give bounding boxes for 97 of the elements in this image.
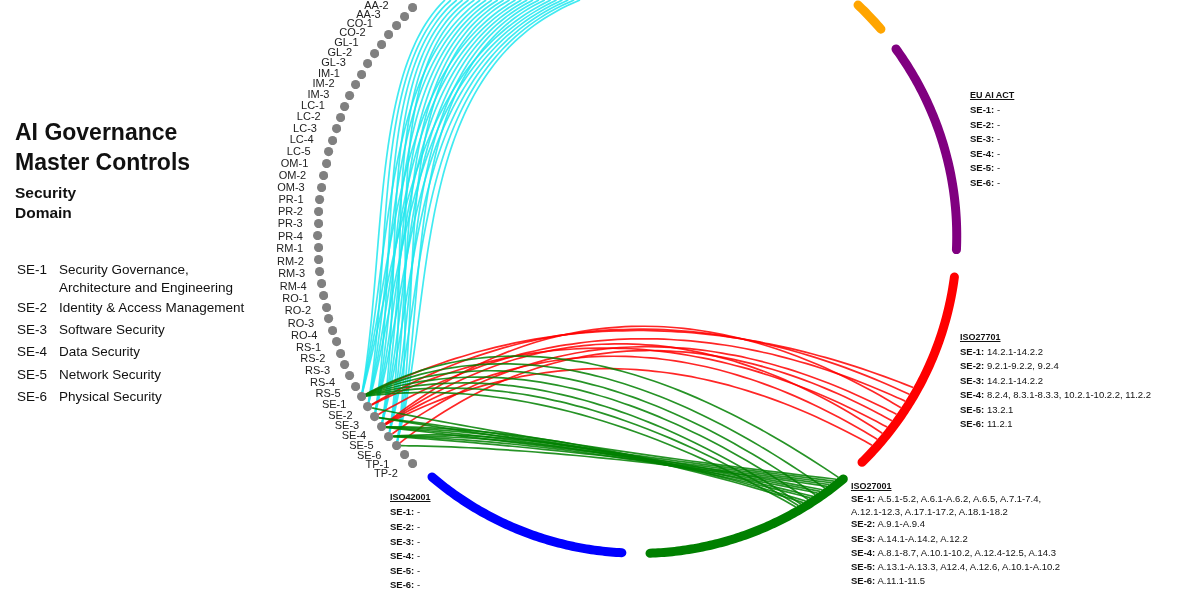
domain-code: SE-1 bbox=[17, 261, 47, 279]
mapping-text: SE-1: 14.2.1-14.2.2 bbox=[960, 345, 1043, 359]
control-id-label: IM-2 bbox=[312, 78, 335, 89]
control-id-label: OM-1 bbox=[280, 157, 309, 168]
control-id-label: RM-4 bbox=[279, 280, 307, 291]
control-id-label: PR-3 bbox=[277, 218, 303, 229]
control-id-label: RM-3 bbox=[278, 268, 305, 279]
chord-line bbox=[392, 435, 831, 486]
chord-line bbox=[364, 355, 840, 479]
control-id-label: LC-3 bbox=[293, 122, 317, 133]
domain-description: Software Security bbox=[59, 321, 166, 339]
control-id-label: RM-2 bbox=[277, 255, 304, 266]
control-id-label: SE-3 bbox=[334, 420, 360, 431]
control-id-label: RS-3 bbox=[304, 365, 330, 376]
domain-code: SE-3 bbox=[17, 321, 47, 339]
control-id-label: RM-1 bbox=[276, 243, 304, 254]
control-id-label: RO-4 bbox=[291, 329, 318, 340]
control-id-label: TP-1 bbox=[365, 459, 390, 470]
chord-line bbox=[370, 328, 911, 406]
mapping-text: SE-6: - bbox=[390, 578, 421, 592]
control-id-label: IM-3 bbox=[307, 89, 330, 100]
mapping-text: SE-3: A.14.1-A.14.2, A.12.2 bbox=[851, 532, 968, 546]
domain-description: Physical Security bbox=[59, 388, 163, 406]
control-id-label: RS-2 bbox=[300, 353, 326, 364]
control-id-label: OM-2 bbox=[278, 169, 307, 180]
framework-heading: ISO27001 bbox=[851, 480, 892, 492]
chord-line bbox=[377, 337, 907, 416]
mapping-text: SE-1: - bbox=[390, 505, 421, 519]
domain-description: Security Governance, Architecture and Engineering bbox=[59, 261, 235, 297]
chord-line bbox=[400, 444, 828, 488]
control-id-label: CO-2 bbox=[339, 27, 366, 38]
subtitle: Security Domain bbox=[15, 183, 78, 223]
control-id-label: RS-4 bbox=[310, 376, 336, 387]
control-id-label: CO-1 bbox=[346, 18, 373, 28]
mapping-text: SE-6: A.11.1-11.5 bbox=[851, 574, 926, 588]
control-id-label: SE-4 bbox=[341, 430, 367, 441]
control-id-label: AA-2 bbox=[364, 0, 389, 11]
control-id-label: GL-1 bbox=[334, 37, 359, 48]
mapping-text: SE-5: - bbox=[390, 564, 421, 577]
mapping-text: SE-2: 9.2.1-9.2.2, 9.2.4 bbox=[960, 359, 1059, 373]
domain-description: Data Security bbox=[59, 343, 142, 361]
control-id-label: GL-3 bbox=[321, 57, 346, 68]
domain-code: SE-2 bbox=[17, 299, 47, 317]
control-id-label: SE-1 bbox=[321, 398, 347, 409]
domain-code: SE-4 bbox=[17, 343, 47, 361]
domain-code: SE-6 bbox=[17, 388, 47, 406]
mapping-text: SE-4: - bbox=[970, 147, 1001, 160]
control-id-label: RS-5 bbox=[315, 387, 341, 398]
mapping-text: SE-4: - bbox=[390, 549, 421, 563]
control-id-label: LC-2 bbox=[296, 111, 321, 122]
mapping-text: SE-2: - bbox=[970, 118, 1001, 131]
chord-line bbox=[381, 0, 464, 424]
mapping-text: SE-1: A.5.1-5.2, A.6.1-A.6.2, A.6.5, A.7.1-7.4, A.12.1-12.3, A.17.1-17.2, A.18.1-18.2 bbox=[851, 492, 1043, 519]
control-id-label: RS-1 bbox=[296, 341, 322, 352]
domain-description: Network Security bbox=[59, 366, 163, 384]
control-id-label: SE-6 bbox=[356, 449, 382, 460]
control-id-label: PR-4 bbox=[277, 230, 303, 241]
control-id-label: LC-5 bbox=[286, 146, 311, 157]
mapping-text: SE-3: - bbox=[970, 132, 1001, 146]
control-id-label: OM-3 bbox=[277, 181, 305, 192]
mapping-text: SE-3: 14.2.1-14.2.2 bbox=[960, 374, 1043, 387]
mapping-text: SE-4: A.8.1-8.7, A.10.1-10.2, A.12.4-12.5, A.14.3 bbox=[851, 546, 1056, 560]
chord-line bbox=[384, 325, 902, 425]
mapping-text: SE-2: A.9.1-A.9.4 bbox=[851, 517, 925, 531]
mapping-text: SE-5: 13.2.1 bbox=[960, 403, 1014, 416]
control-id-label: TP-2 bbox=[373, 468, 398, 479]
control-id-label: RO-1 bbox=[282, 293, 309, 304]
domain-code: SE-5 bbox=[17, 366, 47, 384]
control-id-label: IM-1 bbox=[317, 67, 340, 78]
mapping-text: SE-4: 8.2.4, 8.3.1-8.3.3, 10.2.1-10.2.2, 11.2.2 bbox=[960, 388, 1151, 402]
control-id-label: AA-3 bbox=[356, 8, 381, 19]
domain-description: Identity & Access Management bbox=[59, 299, 246, 317]
control-id-label: LC-4 bbox=[289, 134, 314, 145]
control-id-label: LC-1 bbox=[301, 100, 325, 111]
chord-line bbox=[384, 367, 873, 447]
control-id-label: SE-2 bbox=[328, 409, 353, 420]
chord-line bbox=[361, 0, 446, 393]
diagram-title: AI Governance Master Controls bbox=[15, 118, 192, 177]
chord-line bbox=[374, 0, 458, 414]
control-id-label: PR-2 bbox=[277, 206, 303, 217]
mapping-text: SE-6: - bbox=[970, 176, 1001, 189]
mapping-text: SE-3: - bbox=[390, 535, 421, 548]
mapping-text: SE-2: - bbox=[390, 520, 421, 534]
control-id-label: PR-1 bbox=[278, 194, 304, 204]
mapping-text: SE-5: - bbox=[970, 161, 1001, 175]
framework-heading: EU AI ACT bbox=[970, 89, 1015, 101]
mapping-text: SE-5: A.13.1-A.13.3, A12.4, A.12.6, A.10.1-A.10.2 bbox=[851, 560, 1061, 574]
framework-heading: ISO27701 bbox=[960, 331, 1001, 343]
control-id-label: GL-2 bbox=[327, 46, 352, 57]
chord-line bbox=[385, 426, 833, 484]
control-id-label: RO-2 bbox=[284, 305, 312, 316]
control-id-label: RO-3 bbox=[287, 317, 314, 328]
mapping-text: SE-6: 11.2.1 bbox=[960, 417, 1013, 431]
chord-line bbox=[396, 0, 476, 442]
mapping-text: SE-1: - bbox=[970, 103, 1001, 117]
control-id-label: SE-5 bbox=[349, 440, 374, 451]
framework-heading: ISO42001 bbox=[390, 491, 431, 503]
